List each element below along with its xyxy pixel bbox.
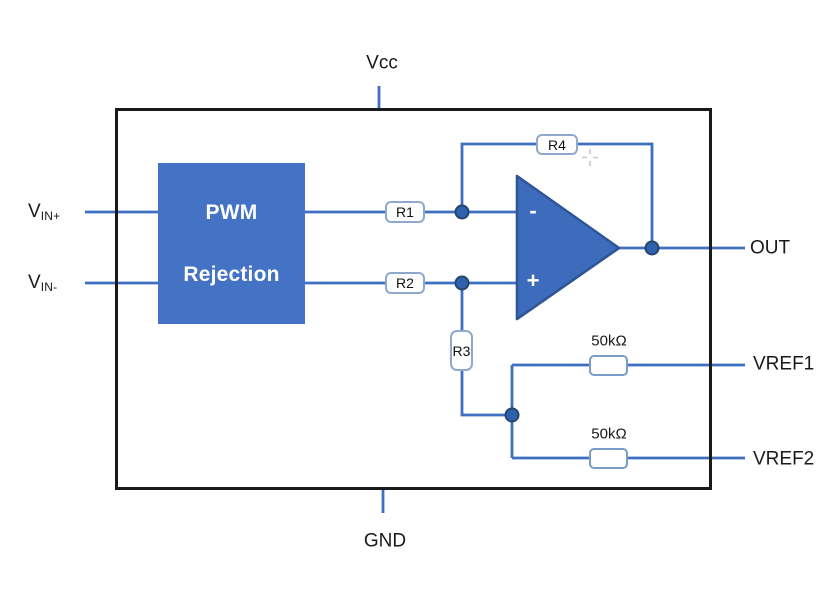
- resistor-r1: R1: [385, 201, 425, 223]
- vin-plus-sub: IN+: [40, 209, 61, 223]
- resistor-vref1-50k: [589, 355, 628, 376]
- pin-label-vcc: Vcc: [366, 52, 398, 74]
- pin-label-gnd: GND: [363, 530, 407, 552]
- opamp-triangle: [515, 174, 621, 321]
- resistor-r3-label: R3: [452, 342, 471, 359]
- opamp-noninverting-sign: +: [526, 268, 540, 293]
- vin-minus-sub: IN-: [40, 280, 58, 294]
- resistor-r4-label: R4: [548, 136, 566, 153]
- resistor-r4: R4: [536, 134, 578, 155]
- pwm-block-line1: PWM: [205, 200, 258, 224]
- junction-dot-vref: [504, 407, 520, 423]
- wire-r3-branch: [460, 283, 512, 417]
- pin-label-out: OUT: [750, 237, 791, 259]
- pin-label-vin-minus: VIN-: [28, 273, 57, 293]
- pin-label-vin-plus: VIN+: [28, 202, 60, 222]
- cursor-crosshair-icon: [582, 149, 598, 166]
- opamp-inverting-sign: -: [529, 198, 537, 223]
- pin-label-vref2: VREF2: [753, 448, 815, 470]
- resistor-vref2-50k: [589, 448, 628, 469]
- resistor-vref1-value-label: 50kΩ: [591, 332, 627, 350]
- junction-dot-output: [644, 240, 660, 256]
- resistor-vref2-value-label: 50kΩ: [591, 425, 627, 443]
- pwm-block-line2: Rejection: [183, 262, 280, 286]
- resistor-r1-label: R1: [396, 204, 414, 220]
- pwm-rejection-block: PWM Rejection: [158, 163, 305, 324]
- resistor-r3: R3: [450, 330, 473, 371]
- pin-label-vref1: VREF1: [753, 353, 815, 375]
- vin-plus-main: V: [28, 201, 41, 222]
- junction-dot-inverting: [454, 204, 470, 220]
- resistor-r2: R2: [385, 272, 425, 294]
- vin-minus-main: V: [28, 272, 41, 293]
- resistor-r2-label: R2: [396, 275, 414, 291]
- junction-dot-noninverting: [454, 275, 470, 291]
